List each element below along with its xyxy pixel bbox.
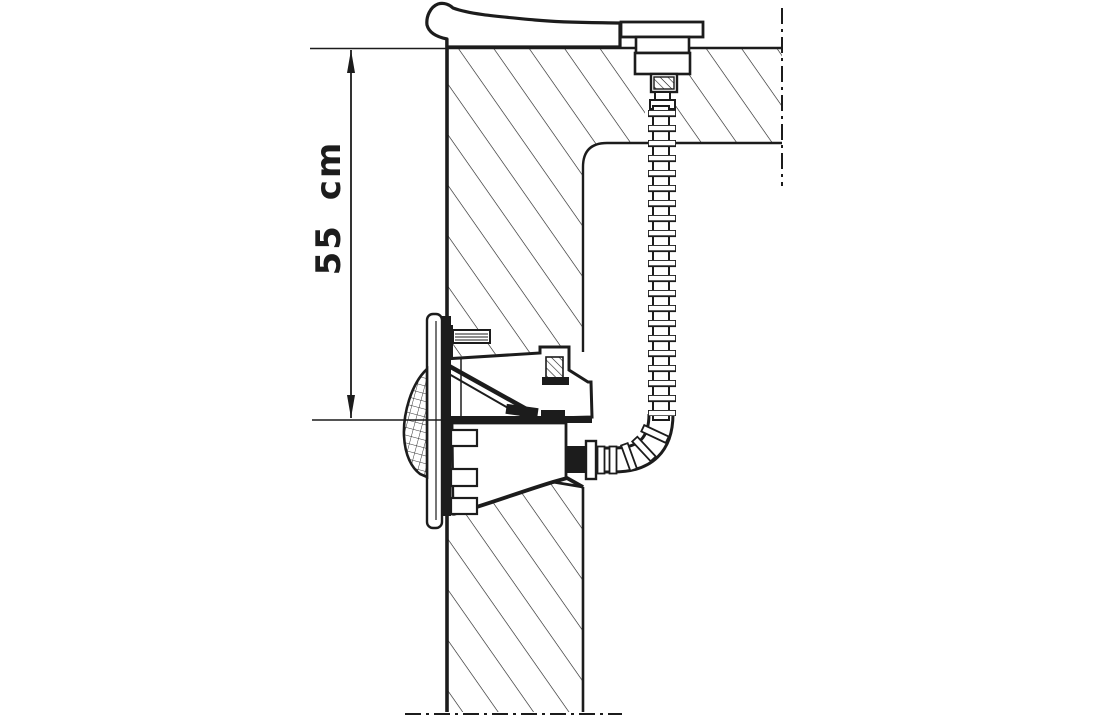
junction-box-body-lower (633, 51, 692, 76)
pool-light-fixture (402, 312, 598, 530)
dimension-label: 55 cm (309, 141, 349, 276)
junction-box-body-upper (634, 35, 691, 55)
niche-gland-base (542, 377, 569, 385)
junction-box-lid (619, 20, 705, 39)
lens (402, 365, 429, 479)
break-lines (405, 8, 783, 715)
lamp-socket (541, 410, 565, 418)
wall-inner-corner-fillet (581, 141, 782, 352)
gland-stem (654, 91, 671, 101)
dimension-arrow-up (347, 50, 355, 73)
conduit-elbow-ribs (596, 423, 670, 475)
coping-bullnose-profile (425, 1, 622, 49)
dimension-arrow-down (347, 395, 355, 418)
niche-rim-section (443, 356, 451, 516)
reflector-section-line (447, 364, 530, 412)
bracket-gasket (441, 345, 453, 357)
mounting-ribs (449, 428, 479, 516)
dimension-55cm: 55 cm (309, 47, 447, 421)
trim-plate (425, 312, 444, 530)
niche-gland-thread-hatch (545, 356, 564, 379)
wall-hatch-lower (447, 477, 583, 712)
conduit-entry-flange (584, 439, 598, 481)
bracket-tab (441, 316, 451, 327)
concrete-wall-hatch (447, 48, 782, 712)
wall-and-deck-hatch-upper (447, 48, 782, 373)
conduit-corrugation-rings (648, 110, 676, 416)
lamp-holder (505, 403, 539, 419)
mounting-bracket (442, 325, 453, 345)
niche-bottom-band (445, 416, 592, 423)
pool-coping (425, 1, 622, 49)
anchor-screw (452, 329, 491, 344)
junction-box (619, 20, 705, 110)
cable-gland-thread-hatch (653, 76, 675, 90)
conduit (585, 105, 676, 475)
conduit-boss (565, 446, 585, 473)
